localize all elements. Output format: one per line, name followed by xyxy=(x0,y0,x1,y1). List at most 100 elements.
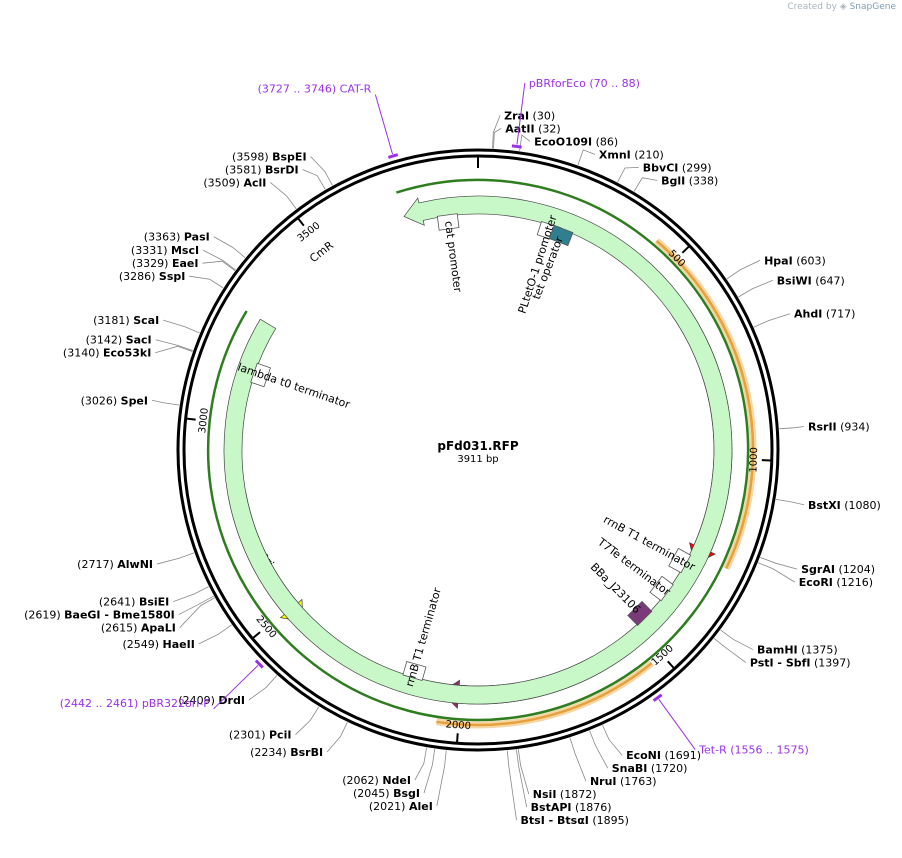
restriction-site[interactable]: (2549) HaeII xyxy=(122,624,232,651)
site-name: SgrAI xyxy=(801,563,835,576)
restriction-site[interactable]: (3363) PasI xyxy=(144,231,246,258)
site-position: (1375) xyxy=(801,644,838,657)
restriction-site[interactable]: (2619) BaeGI - Bme1580I xyxy=(24,595,214,622)
site-name: BstAPI xyxy=(531,801,572,814)
primer-label: Tet-R (1556 .. 1575) xyxy=(698,744,809,757)
restriction-site[interactable]: (3509) AclI xyxy=(203,176,297,210)
site-position: (299) xyxy=(682,161,712,174)
restriction-site[interactable]: (2021) AleI xyxy=(369,750,447,813)
site-label: (3286) SspI xyxy=(119,270,186,283)
tick-label: 3500 xyxy=(296,220,323,244)
feature-cat-promoter[interactable]: cat promoter xyxy=(436,213,464,294)
restriction-site[interactable]: (2717) AlwNI xyxy=(77,552,195,571)
site-label: (3509) AclI xyxy=(203,176,266,189)
site-position: (210) xyxy=(634,148,664,161)
site-label: (2549) HaeII xyxy=(122,638,194,651)
restriction-site[interactable]: (2234) BsrBI xyxy=(250,722,348,759)
feature-rrnb-t1-terminator[interactable]: rrnB T1 terminator xyxy=(402,586,444,688)
restriction-site[interactable]: EcoRI (1216) xyxy=(757,562,873,589)
restriction-site[interactable]: BglI (338) xyxy=(633,174,719,192)
restriction-site[interactable]: (2045) BsgI xyxy=(353,748,436,800)
site-label: PstI - SbfI (1397) xyxy=(750,657,851,670)
site-position: (647) xyxy=(815,274,845,287)
restriction-site[interactable]: NsiI (1872) xyxy=(517,749,597,801)
restriction-site[interactable]: (3142) SacI xyxy=(86,334,193,351)
site-label: (3331) MscI xyxy=(131,244,199,257)
restriction-site[interactable]: (3598) BspEI xyxy=(232,150,333,186)
restriction-site[interactable]: (2062) NdeI xyxy=(342,747,427,788)
restriction-site[interactable]: (3286) SspI xyxy=(119,270,224,289)
site-position: (2615) xyxy=(101,622,138,635)
site-name: PasI xyxy=(184,231,210,244)
restriction-site[interactable]: NruI (1763) xyxy=(569,737,657,789)
primer[interactable]: Tet-R (1556 .. 1575) xyxy=(652,693,809,757)
restriction-site[interactable]: (3329) EaeI xyxy=(132,257,236,271)
site-label: NsiI (1872) xyxy=(533,788,597,801)
feature-rrnb-t1-terminator[interactable]: rrnB T1 terminator xyxy=(601,513,697,574)
restriction-site[interactable]: XmnI (210) xyxy=(577,148,664,166)
site-name: AclI xyxy=(243,176,266,189)
feature-box xyxy=(250,362,271,388)
primer-leader xyxy=(374,94,394,155)
restriction-site[interactable]: RsrII (934) xyxy=(779,420,870,433)
site-name: BsiWI xyxy=(777,274,812,287)
site-leader-line xyxy=(295,706,320,735)
restriction-site[interactable]: (3181) ScaI xyxy=(93,314,200,334)
feature-lambda-t0-terminator[interactable]: lambda t0 terminator xyxy=(236,361,352,412)
restriction-site[interactable]: AatII (32) xyxy=(493,122,561,149)
restriction-site[interactable]: BtsI - BtsαI (1895) xyxy=(506,750,629,828)
site-label: (3363) PasI xyxy=(144,231,210,244)
restriction-site[interactable]: (3331) MscI xyxy=(131,244,236,271)
site-position: (934) xyxy=(840,420,870,433)
site-name: BsiEI xyxy=(139,596,169,609)
site-position: (2045) xyxy=(353,787,390,800)
restriction-site[interactable]: BamHI (1375) xyxy=(720,629,838,657)
site-label: (2234) BsrBI xyxy=(250,746,323,759)
restriction-site[interactable]: (3581) BsrDI xyxy=(225,163,326,190)
restriction-site[interactable]: SnaBI (1720) xyxy=(589,730,688,776)
site-label: SgrAI (1204) xyxy=(801,563,875,576)
site-leader-line xyxy=(633,177,658,192)
restriction-site[interactable]: HpaI (603) xyxy=(726,254,826,280)
restriction-site[interactable]: ZraI (30) xyxy=(492,109,556,149)
feature-label-text: CmR xyxy=(307,238,336,265)
restriction-site[interactable]: EcoO109I (86) xyxy=(519,134,619,151)
primer[interactable]: (3727 .. 3746) CAT-R xyxy=(258,83,399,159)
site-position: (338) xyxy=(689,174,719,187)
primer-mark xyxy=(254,659,264,669)
restriction-site[interactable]: BsiWI (647) xyxy=(738,274,845,298)
restriction-site[interactable]: EcoNI (1691) xyxy=(602,724,702,762)
primer-range: (3727 .. 3746) xyxy=(258,83,337,96)
site-position: (2409) xyxy=(178,694,215,707)
restriction-site[interactable]: (3140) Eco53kI xyxy=(63,345,193,360)
restriction-site[interactable]: BbvCI (299) xyxy=(617,161,712,183)
restriction-site[interactable]: BstAPI (1876) xyxy=(516,749,612,815)
restriction-site[interactable]: SgrAI (1204) xyxy=(760,556,875,576)
site-label: (3329) EaeI xyxy=(132,257,199,270)
site-leader-line xyxy=(492,115,501,149)
restriction-site[interactable]: (2301) PciI xyxy=(229,706,320,742)
restriction-site[interactable]: (3026) SpeI xyxy=(81,394,180,407)
restriction-site[interactable]: AhdI (717) xyxy=(753,308,856,328)
site-label: (2301) PciI xyxy=(229,729,292,742)
snapgene-logo-icon: ◈ xyxy=(839,2,847,12)
site-label: (3142) SacI xyxy=(86,334,152,347)
restriction-site[interactable]: (2641) BsiEI xyxy=(99,586,209,609)
site-position: (2021) xyxy=(369,800,406,813)
site-position: (717) xyxy=(826,308,856,321)
site-name: AhdI xyxy=(794,308,822,321)
primer-range: (2442 .. 2461) xyxy=(60,697,139,710)
site-position: (2301) xyxy=(229,729,266,742)
restriction-site[interactable]: PstI - SbfI (1397) xyxy=(713,638,851,670)
feature-box xyxy=(649,575,674,602)
restriction-site[interactable]: BstXI (1080) xyxy=(775,499,881,512)
primer-name: pBR322ori-F xyxy=(142,697,210,710)
site-leader-line xyxy=(577,149,596,166)
site-leader-line xyxy=(156,552,195,565)
site-label: (3140) Eco53kI xyxy=(63,347,151,360)
primer-mark xyxy=(652,693,663,702)
primer[interactable]: pBRforEco (70 .. 88) xyxy=(511,77,640,149)
site-name: ZraI xyxy=(504,109,529,122)
primer[interactable]: (2442 .. 2461) pBR322ori-F xyxy=(60,659,264,710)
restriction-site[interactable]: (2615) ApaLI xyxy=(101,597,215,635)
